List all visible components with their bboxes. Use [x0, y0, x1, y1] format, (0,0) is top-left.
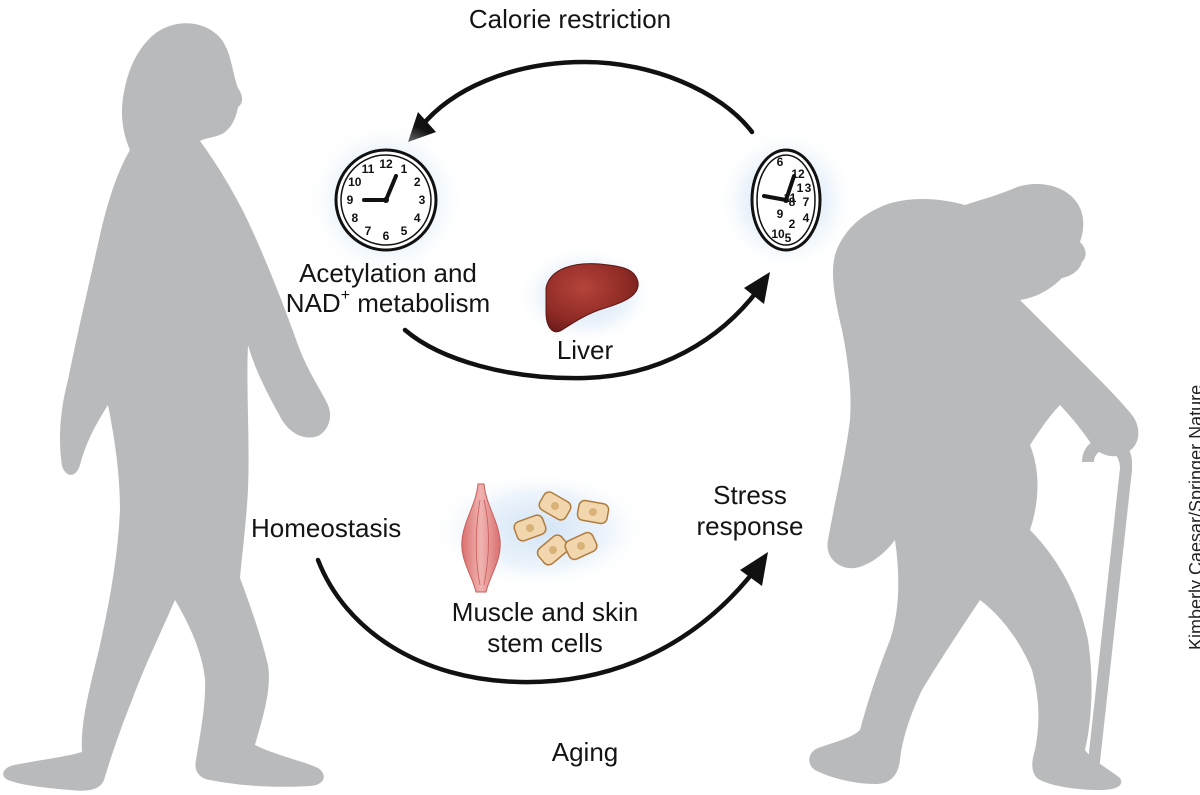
old-clock-number: 1 — [797, 181, 804, 195]
stress-label-line1: Stress — [713, 480, 787, 510]
young-clock-number: 10 — [348, 175, 362, 189]
old-clock-number: 4 — [803, 211, 810, 225]
cane — [1082, 438, 1132, 780]
stem-cells-icon — [513, 491, 610, 566]
homeostasis-label: Homeostasis — [251, 513, 402, 543]
acetylation-label-line1: Acetylation and — [299, 258, 477, 288]
young-clock-number: 12 — [379, 157, 393, 171]
young-clock-number: 11 — [362, 162, 375, 176]
stress-label-line2: response — [696, 511, 804, 541]
title-calorie-restriction: Calorie restriction — [468, 4, 672, 34]
young-clock-number: 9 — [347, 193, 354, 207]
young-clock-number: 4 — [414, 211, 421, 225]
old-clock-number: 10 — [771, 227, 785, 241]
middle-arrow-head — [744, 272, 770, 304]
middle-arrow-arc — [402, 287, 761, 381]
young-person-silhouette — [3, 23, 331, 791]
aging-label: Aging — [551, 737, 619, 767]
young-clock-number: 5 — [401, 224, 408, 238]
image-credit: Kimberly Caesar/Springer Nature — [1186, 384, 1200, 650]
young-clock-number: 3 — [419, 193, 426, 207]
liver-label: Liver — [556, 335, 614, 365]
old-clock-number: 8 — [789, 195, 796, 209]
bottom-arrow-head — [740, 552, 768, 586]
bottom-arrow-arc — [315, 557, 758, 685]
old-clock-number: 5 — [785, 231, 792, 245]
old-clock-number: 9 — [777, 207, 784, 221]
liver-icon — [516, 245, 656, 345]
acetylation-label-line2: NAD+ metabolism — [285, 287, 491, 318]
old-clock-number: 6 — [777, 155, 784, 169]
old-clock-number: 7 — [803, 195, 810, 209]
cells-label-line1: Muscle and skin — [451, 597, 639, 627]
young-clock-number: 8 — [351, 211, 358, 225]
young-clock-number: 2 — [414, 175, 421, 189]
young-clock-number: 6 — [383, 229, 390, 243]
old-clock-number: 2 — [789, 217, 796, 231]
old-clock-number: 3 — [805, 181, 812, 195]
top-arrow-arc — [417, 59, 755, 135]
elderly-person-silhouette — [809, 184, 1139, 790]
young-clock-number: 7 — [365, 224, 372, 238]
cells-label-line2: stem cells — [487, 628, 603, 658]
young-clock-number: 1 — [401, 162, 408, 176]
